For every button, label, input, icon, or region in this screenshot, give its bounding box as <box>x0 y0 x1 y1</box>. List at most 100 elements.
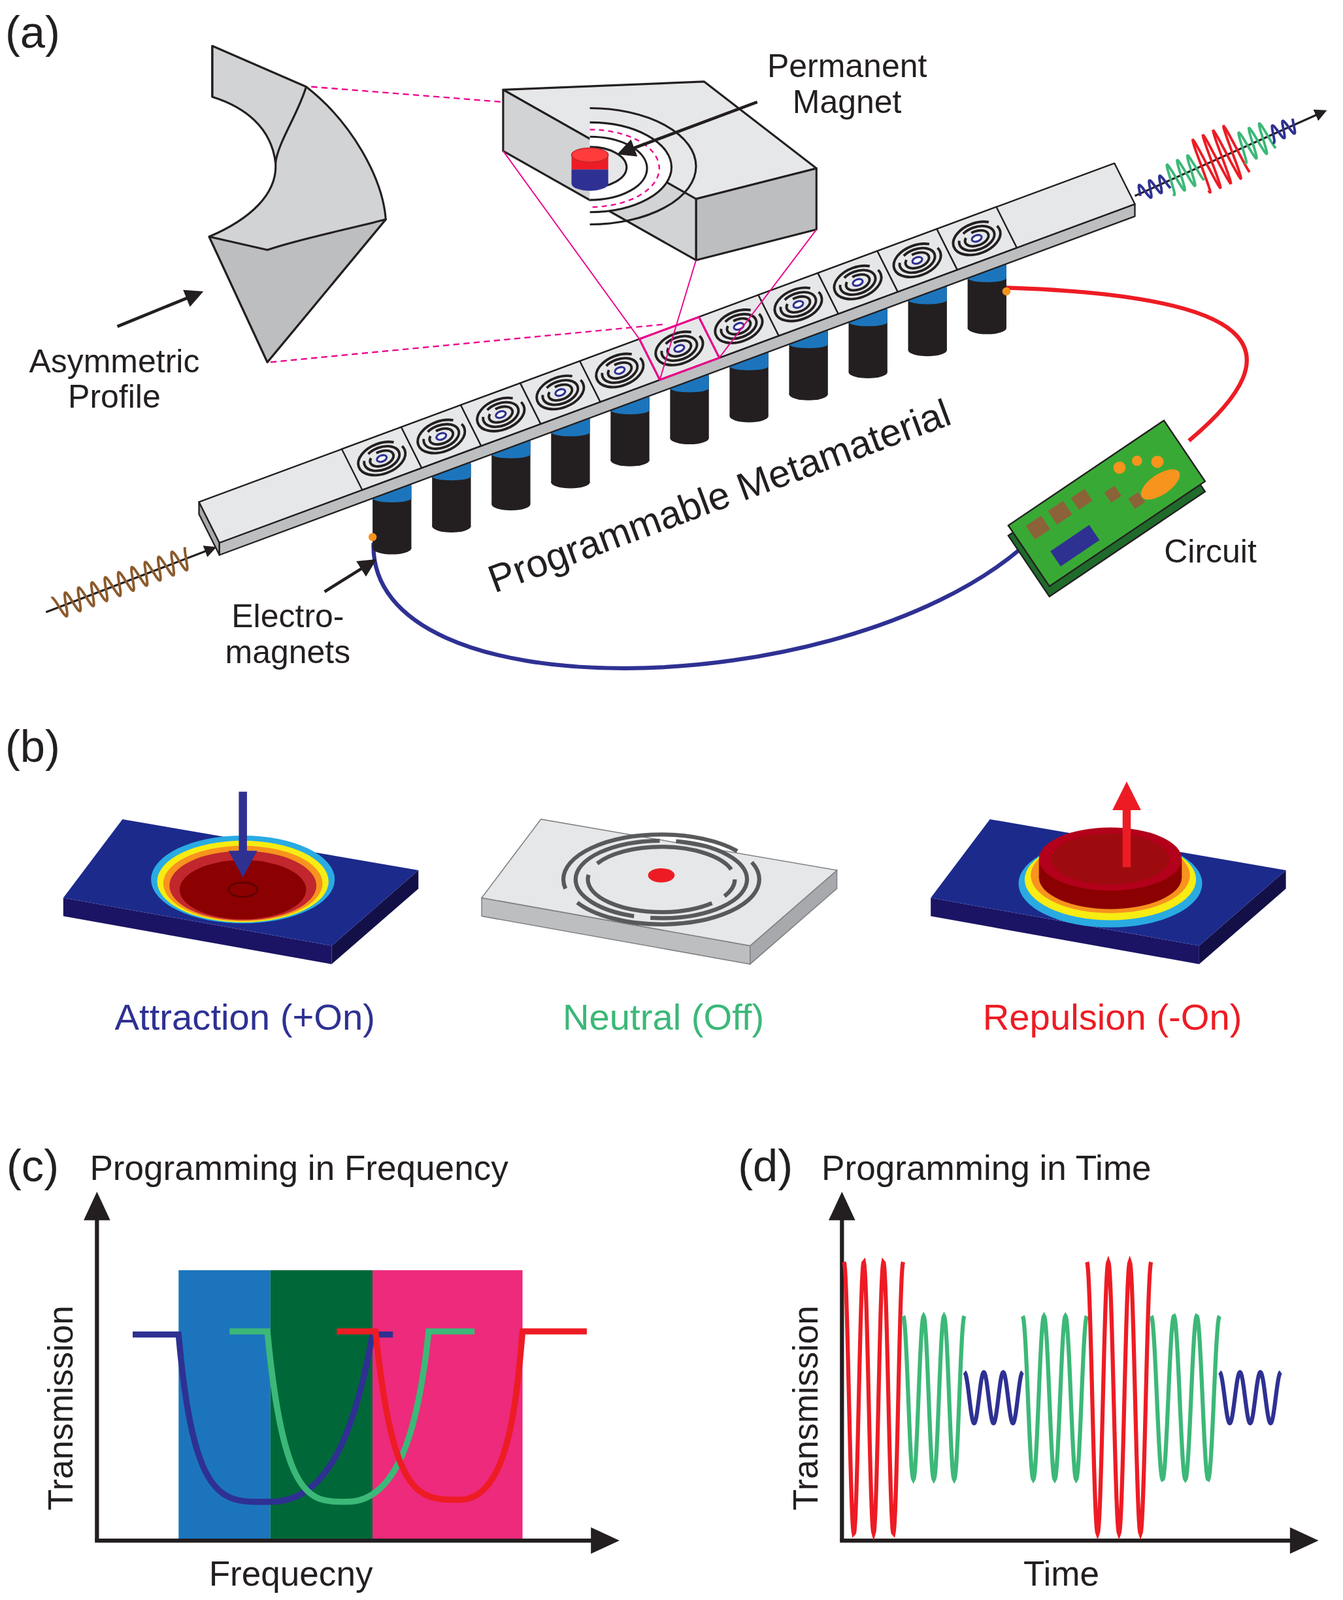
spiral-arm <box>710 303 768 350</box>
spiral-arm <box>420 419 463 454</box>
figure-label: Neutral (Off) <box>562 997 764 1038</box>
spiral-arm <box>472 392 530 438</box>
terminal-dot <box>1002 287 1011 296</box>
electromagnet-base <box>967 322 1007 335</box>
spiral-groove <box>587 846 735 913</box>
magnet-south <box>571 169 608 184</box>
spiral-resonator <box>531 369 589 416</box>
output-arrow <box>1134 111 1325 197</box>
electromagnet-base <box>550 476 590 489</box>
profile-edge <box>275 86 307 164</box>
zoom-line <box>719 229 817 358</box>
figure-label: (c) <box>6 1141 59 1192</box>
figure-label: Asymmetric Profile <box>17 343 212 416</box>
spiral-arm <box>658 331 701 366</box>
spiral-arm <box>591 347 649 394</box>
figure-label: Transmission <box>786 1305 825 1511</box>
neutral-state <box>481 819 837 965</box>
zoom-box <box>639 316 719 380</box>
figure-label: Time <box>1023 1555 1100 1594</box>
spiral-arm <box>717 309 761 344</box>
magnet-dot <box>792 299 805 310</box>
raised-core <box>1039 827 1183 891</box>
force-arrow <box>1112 781 1142 811</box>
spiral-arm <box>427 425 456 448</box>
field-ring <box>156 841 329 923</box>
spiral-arm <box>479 397 523 432</box>
wires <box>373 287 1247 668</box>
magnet-dot <box>375 454 388 464</box>
x-axis <box>839 1539 1296 1543</box>
spiral-arm <box>598 353 642 388</box>
spiral-groove <box>575 841 747 919</box>
axis-head <box>590 1527 620 1555</box>
capacitor <box>1129 453 1145 468</box>
circuit-board <box>1008 420 1206 598</box>
zoom-line <box>270 324 664 363</box>
time-signal <box>1219 1372 1281 1424</box>
component <box>1135 463 1185 506</box>
transmission-curve <box>336 1331 587 1501</box>
spiral-arm <box>769 281 827 328</box>
magnet-inset <box>503 81 817 261</box>
electromagnet-base <box>669 431 709 445</box>
profile-edge <box>211 45 214 97</box>
axis-head <box>1290 1527 1319 1555</box>
chip <box>1104 486 1122 504</box>
spiral-arm <box>829 259 887 306</box>
magnet-dot <box>613 365 626 376</box>
spiral-resonator <box>472 392 530 438</box>
inset-side <box>696 168 817 261</box>
repulsion-state <box>930 781 1286 965</box>
transmission-curve <box>132 1335 393 1503</box>
field-core <box>228 882 258 898</box>
figure-label: Circuit <box>1163 533 1257 570</box>
frequency-plot <box>83 1192 620 1555</box>
spiral-resonator <box>413 413 470 460</box>
spiral-arm <box>367 447 397 470</box>
time-signal <box>1022 1316 1087 1480</box>
attraction-state <box>63 792 419 965</box>
spiral-arm <box>948 215 1006 262</box>
figure-label: Programming in Frequency <box>89 1149 508 1188</box>
terminal-dot <box>368 533 377 542</box>
electromagnet-base <box>848 365 888 379</box>
spiral-arm <box>836 265 879 300</box>
spiral-resonator <box>948 215 1006 262</box>
figure-label: Frequecny <box>209 1555 374 1594</box>
capacitor <box>1148 453 1166 471</box>
unit-cell <box>937 207 1017 270</box>
leader-arrow <box>117 292 200 327</box>
electromagnet-base <box>610 454 649 467</box>
time-signal <box>843 1262 904 1534</box>
magnet-dot <box>911 255 924 265</box>
spiral-arm <box>486 403 515 427</box>
spiral-arm <box>531 369 589 416</box>
transmission-curve <box>229 1331 475 1503</box>
spiral-arm <box>413 413 470 460</box>
magnet-dot <box>494 409 507 419</box>
field-ring <box>169 850 317 921</box>
time-signal <box>1150 1316 1220 1480</box>
axis-head <box>83 1192 111 1221</box>
magnet-dot <box>648 868 676 883</box>
time-signal <box>964 1372 1023 1424</box>
spiral-resonator <box>591 347 649 394</box>
spiral-arm <box>546 381 575 404</box>
force-arrow <box>228 850 258 878</box>
blue-wire <box>373 543 1021 669</box>
figure-label: Permanent Magnet <box>745 49 949 121</box>
magnet-north <box>571 147 608 163</box>
electromagnet-base <box>729 410 768 423</box>
magnet-dot <box>554 388 566 398</box>
leader-arrow <box>620 101 757 153</box>
figure-label: Electro- magnets <box>211 598 365 671</box>
spiral-arm <box>895 243 939 278</box>
figure-label: Transmission <box>42 1305 81 1511</box>
figure-label: Programming in Time <box>821 1149 1152 1188</box>
spiral-resonator <box>829 259 887 306</box>
time-signal <box>903 1316 965 1480</box>
